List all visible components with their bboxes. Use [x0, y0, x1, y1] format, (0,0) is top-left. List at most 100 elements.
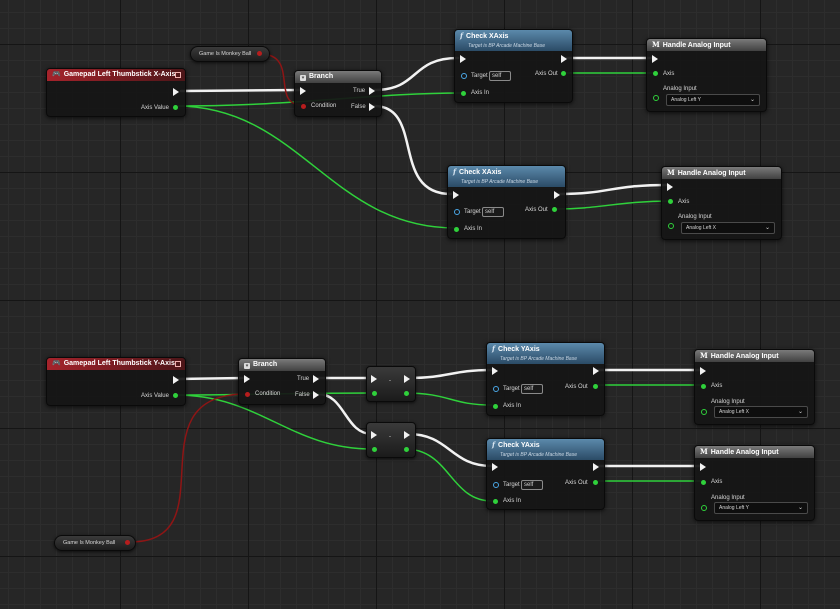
- target-label: Target: [503, 386, 520, 392]
- condition-pin[interactable]: [301, 104, 306, 109]
- dropdown-value: Analog Left X: [719, 409, 750, 415]
- analog-input-dropdown[interactable]: Analog Left Y⌄: [714, 502, 808, 514]
- float-out-pin[interactable]: [404, 447, 409, 452]
- target-self-box[interactable]: self: [489, 71, 511, 81]
- exec-out-pin[interactable]: [561, 55, 567, 63]
- axis-out-pin[interactable]: [552, 207, 557, 212]
- analog-input-pin[interactable]: [701, 409, 707, 415]
- axis-pin[interactable]: [701, 480, 706, 485]
- target-pin[interactable]: [461, 73, 467, 79]
- target-pin[interactable]: [493, 482, 499, 488]
- branch-node[interactable]: ⑂Branch Condition True False: [294, 70, 382, 117]
- axis-in-pin[interactable]: [493, 404, 498, 409]
- gamepad-icon: 🎮: [52, 360, 61, 367]
- node-title: Handle Analog Input: [710, 353, 779, 360]
- axis-pin[interactable]: [701, 384, 706, 389]
- axis-out-pin[interactable]: [593, 384, 598, 389]
- node-title: Branch: [309, 73, 334, 80]
- analog-input-pin[interactable]: [701, 505, 707, 511]
- target-self-box[interactable]: self: [521, 384, 543, 394]
- bool-out-pin[interactable]: [257, 51, 262, 56]
- gamepad-left-thumbstick-y-axis-event[interactable]: 🎮Gamepad Left Thumbstick Y-Axis Axis Val…: [46, 357, 186, 406]
- function-icon: f: [460, 31, 464, 40]
- exec-out-pin[interactable]: [173, 376, 179, 384]
- exec-in-pin[interactable]: [667, 183, 673, 191]
- analog-input-pin[interactable]: [668, 223, 674, 229]
- axis-label: Axis: [678, 199, 690, 205]
- analog-input-dropdown[interactable]: Analog Left X⌄: [714, 406, 808, 418]
- exec-out-pin[interactable]: [593, 463, 599, 471]
- false-exec-pin[interactable]: [369, 103, 375, 111]
- false-exec-pin[interactable]: [313, 391, 319, 399]
- collapsed-node[interactable]: -: [366, 422, 416, 458]
- collapsed-node[interactable]: -: [366, 366, 416, 402]
- exec-in-pin[interactable]: [700, 367, 706, 375]
- function-icon: f: [492, 440, 496, 449]
- exec-in-pin[interactable]: [371, 431, 377, 439]
- analog-input-dropdown[interactable]: Analog Left X⌄: [681, 222, 775, 234]
- exec-in-pin[interactable]: [492, 367, 498, 375]
- axis-in-pin[interactable]: [461, 91, 466, 96]
- branch-node[interactable]: ⑂Branch Condition True False: [238, 358, 326, 405]
- exec-out-pin[interactable]: [404, 375, 410, 383]
- node-title: Handle Analog Input: [662, 42, 731, 49]
- exec-in-pin[interactable]: [460, 55, 466, 63]
- target-pin[interactable]: [454, 209, 460, 215]
- analog-input-label: Analog Input: [678, 214, 712, 220]
- analog-input-pin[interactable]: [653, 95, 659, 101]
- branch-icon: ⑂: [300, 75, 306, 81]
- exec-in-pin[interactable]: [453, 191, 459, 199]
- dropdown-value: Analog Left Y: [671, 97, 701, 103]
- axis-value-pin[interactable]: [173, 105, 178, 110]
- exec-out-pin[interactable]: [554, 191, 560, 199]
- exec-in-pin[interactable]: [300, 87, 306, 95]
- exec-in-pin[interactable]: [652, 55, 658, 63]
- condition-pin[interactable]: [245, 392, 250, 397]
- true-exec-pin[interactable]: [313, 375, 319, 383]
- axis-pin[interactable]: [653, 71, 658, 76]
- float-in-pin[interactable]: [372, 447, 377, 452]
- exec-out-pin[interactable]: [593, 367, 599, 375]
- axis-out-label: Axis Out: [525, 207, 548, 213]
- target-pin[interactable]: [493, 386, 499, 392]
- exec-out-pin[interactable]: [404, 431, 410, 439]
- axis-in-label: Axis In: [471, 90, 490, 96]
- game-is-monkey-ball-getter[interactable]: Game Is Monkey Ball: [54, 535, 136, 551]
- analog-input-dropdown[interactable]: Analog Left Y⌄: [666, 94, 760, 106]
- axis-value-label: Axis Value: [141, 105, 169, 111]
- target-self-box[interactable]: self: [521, 480, 543, 490]
- exec-out-pin[interactable]: [173, 88, 179, 96]
- dropdown-value: Analog Left Y: [719, 505, 749, 511]
- float-in-pin[interactable]: [372, 391, 377, 396]
- axis-in-pin[interactable]: [454, 227, 459, 232]
- axis-pin[interactable]: [668, 199, 673, 204]
- exec-in-pin[interactable]: [244, 375, 250, 383]
- true-exec-pin[interactable]: [369, 87, 375, 95]
- gamepad-left-thumbstick-x-axis-event[interactable]: 🎮Gamepad Left Thumbstick X-Axis Axis Val…: [46, 68, 186, 117]
- axis-in-pin[interactable]: [493, 499, 498, 504]
- exec-in-pin[interactable]: [700, 463, 706, 471]
- bool-out-pin[interactable]: [125, 540, 130, 545]
- game-is-monkey-ball-getter[interactable]: Game Is Monkey Ball: [190, 46, 270, 62]
- axis-out-pin[interactable]: [593, 480, 598, 485]
- target-self-box[interactable]: self: [482, 207, 504, 217]
- exec-in-pin[interactable]: [371, 375, 377, 383]
- exec-in-pin[interactable]: [492, 463, 498, 471]
- axis-in-label: Axis In: [503, 403, 522, 409]
- macro-icon: M: [652, 40, 660, 49]
- axis-out-pin[interactable]: [561, 71, 566, 76]
- axis-out-label: Axis Out: [565, 480, 588, 486]
- axis-value-pin[interactable]: [173, 393, 178, 398]
- node-header: 🎮Gamepad Left Thumbstick X-Axis: [47, 69, 185, 81]
- float-out-pin[interactable]: [404, 391, 409, 396]
